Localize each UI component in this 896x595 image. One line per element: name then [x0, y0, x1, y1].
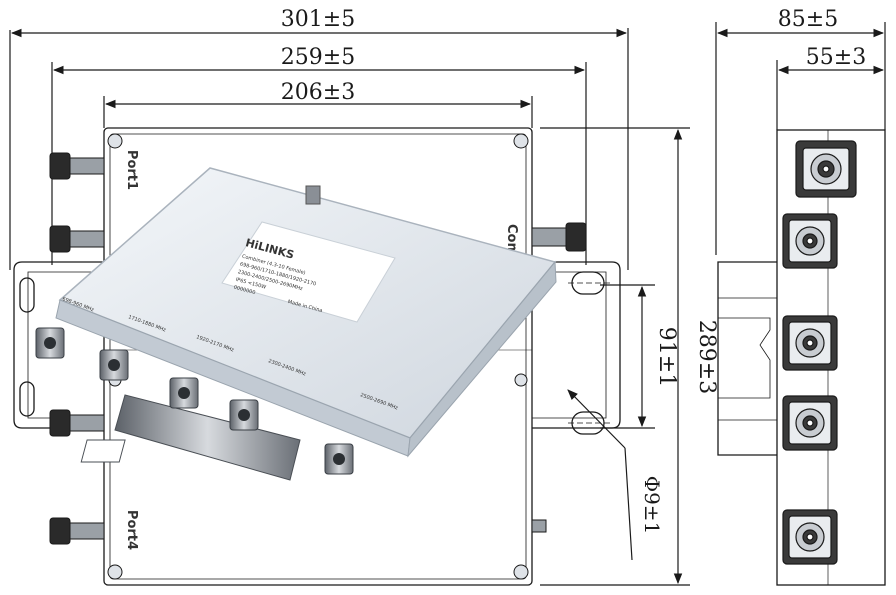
dim-height — [540, 127, 690, 586]
body-width-label: 206±3 — [281, 80, 355, 105]
hole-spacing-label: 91±1 — [654, 327, 679, 387]
dim-hole-spacing — [600, 284, 655, 429]
height-label: 289±3 — [694, 320, 719, 394]
label-line-5: 0000000 — [233, 285, 256, 297]
product-photo — [35, 167, 557, 481]
com-label: Com — [504, 224, 519, 256]
side-connectors — [782, 140, 857, 565]
side-body-depth-label: 55±3 — [806, 45, 866, 70]
port1-label: Port1 — [124, 150, 139, 190]
mount-width-label: 259±5 — [281, 45, 355, 70]
com-connector — [531, 222, 587, 533]
port4-label: Port4 — [124, 510, 139, 550]
dim-side-depth — [715, 22, 886, 255]
overall-width-label: 301±5 — [281, 7, 355, 32]
dim-body-width — [103, 96, 533, 128]
left-connectors — [49, 152, 105, 545]
side-depth-label: 85±5 — [778, 7, 838, 32]
dim-hole-diameter — [567, 389, 633, 561]
dim-overall-width — [9, 28, 629, 270]
hole-diameter-label: Φ9±1 — [640, 476, 664, 535]
product-label — [221, 221, 396, 323]
